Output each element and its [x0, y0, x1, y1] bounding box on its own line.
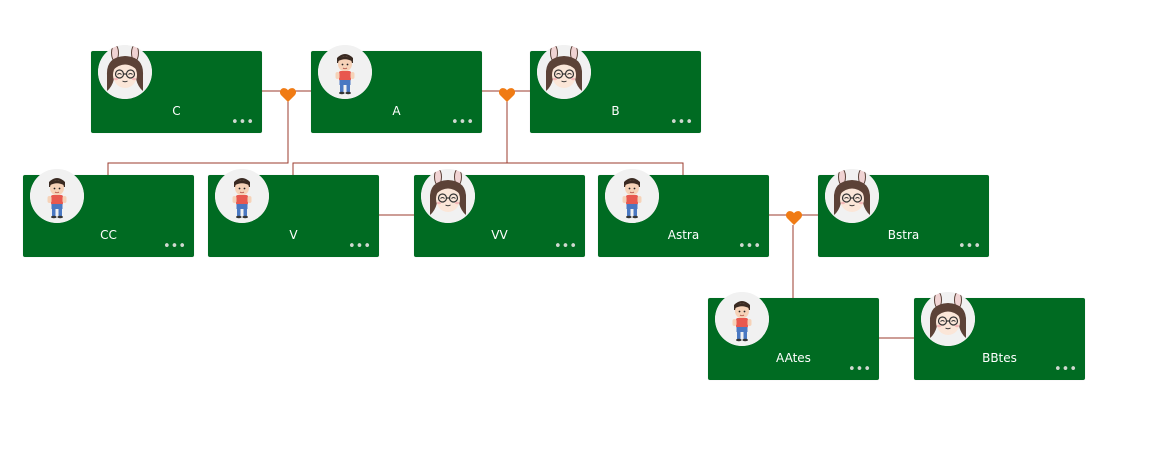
more-options-icon[interactable]: ••• — [162, 239, 186, 254]
person-card-b[interactable]: B ••• — [530, 45, 701, 133]
more-options-icon[interactable]: ••• — [450, 115, 474, 130]
heart-icon[interactable] — [279, 87, 297, 103]
person-name: A — [392, 104, 401, 118]
more-options-icon[interactable]: ••• — [347, 239, 371, 254]
girl-avatar-icon — [921, 292, 975, 346]
more-options-icon[interactable]: ••• — [737, 239, 761, 254]
boy-avatar-icon — [715, 292, 769, 346]
person-card-a[interactable]: A ••• — [311, 45, 482, 133]
person-name: BBtes — [982, 351, 1017, 365]
heart-icon[interactable] — [498, 87, 516, 103]
person-name: C — [172, 104, 181, 118]
girl-avatar-icon — [98, 45, 152, 99]
more-options-icon[interactable]: ••• — [1053, 362, 1077, 377]
person-name: Bstra — [887, 228, 920, 242]
boy-avatar-icon — [605, 169, 659, 223]
heart-icon[interactable] — [785, 210, 803, 226]
girl-avatar-icon — [537, 45, 591, 99]
person-card-v[interactable]: V ••• — [208, 169, 379, 257]
boy-avatar-icon — [318, 45, 372, 99]
person-name: VV — [491, 228, 508, 242]
more-options-icon[interactable]: ••• — [669, 115, 693, 130]
person-name: AAtes — [776, 351, 811, 365]
person-name: V — [289, 228, 298, 242]
person-card-vv[interactable]: VV ••• — [414, 169, 585, 257]
person-card-cc[interactable]: CC ••• — [23, 169, 194, 257]
person-name: CC — [100, 228, 117, 242]
more-options-icon[interactable]: ••• — [553, 239, 577, 254]
person-name: B — [611, 104, 620, 118]
person-card-astra[interactable]: Astra ••• — [598, 169, 769, 257]
more-options-icon[interactable]: ••• — [230, 115, 254, 130]
girl-avatar-icon — [825, 169, 879, 223]
child-link-cc — [107, 100, 289, 175]
more-options-icon[interactable]: ••• — [957, 239, 981, 254]
boy-avatar-icon — [215, 169, 269, 223]
person-name: Astra — [667, 228, 700, 242]
child-link-v — [292, 162, 507, 175]
person-card-c[interactable]: C ••• — [91, 45, 262, 133]
child-link-astra — [507, 162, 684, 175]
person-card-bstra[interactable]: Bstra ••• — [818, 169, 989, 257]
person-card-aates[interactable]: AAtes ••• — [708, 292, 879, 380]
person-card-bbtes[interactable]: BBtes ••• — [914, 292, 1085, 380]
boy-avatar-icon — [30, 169, 84, 223]
more-options-icon[interactable]: ••• — [847, 362, 871, 377]
girl-avatar-icon — [421, 169, 475, 223]
